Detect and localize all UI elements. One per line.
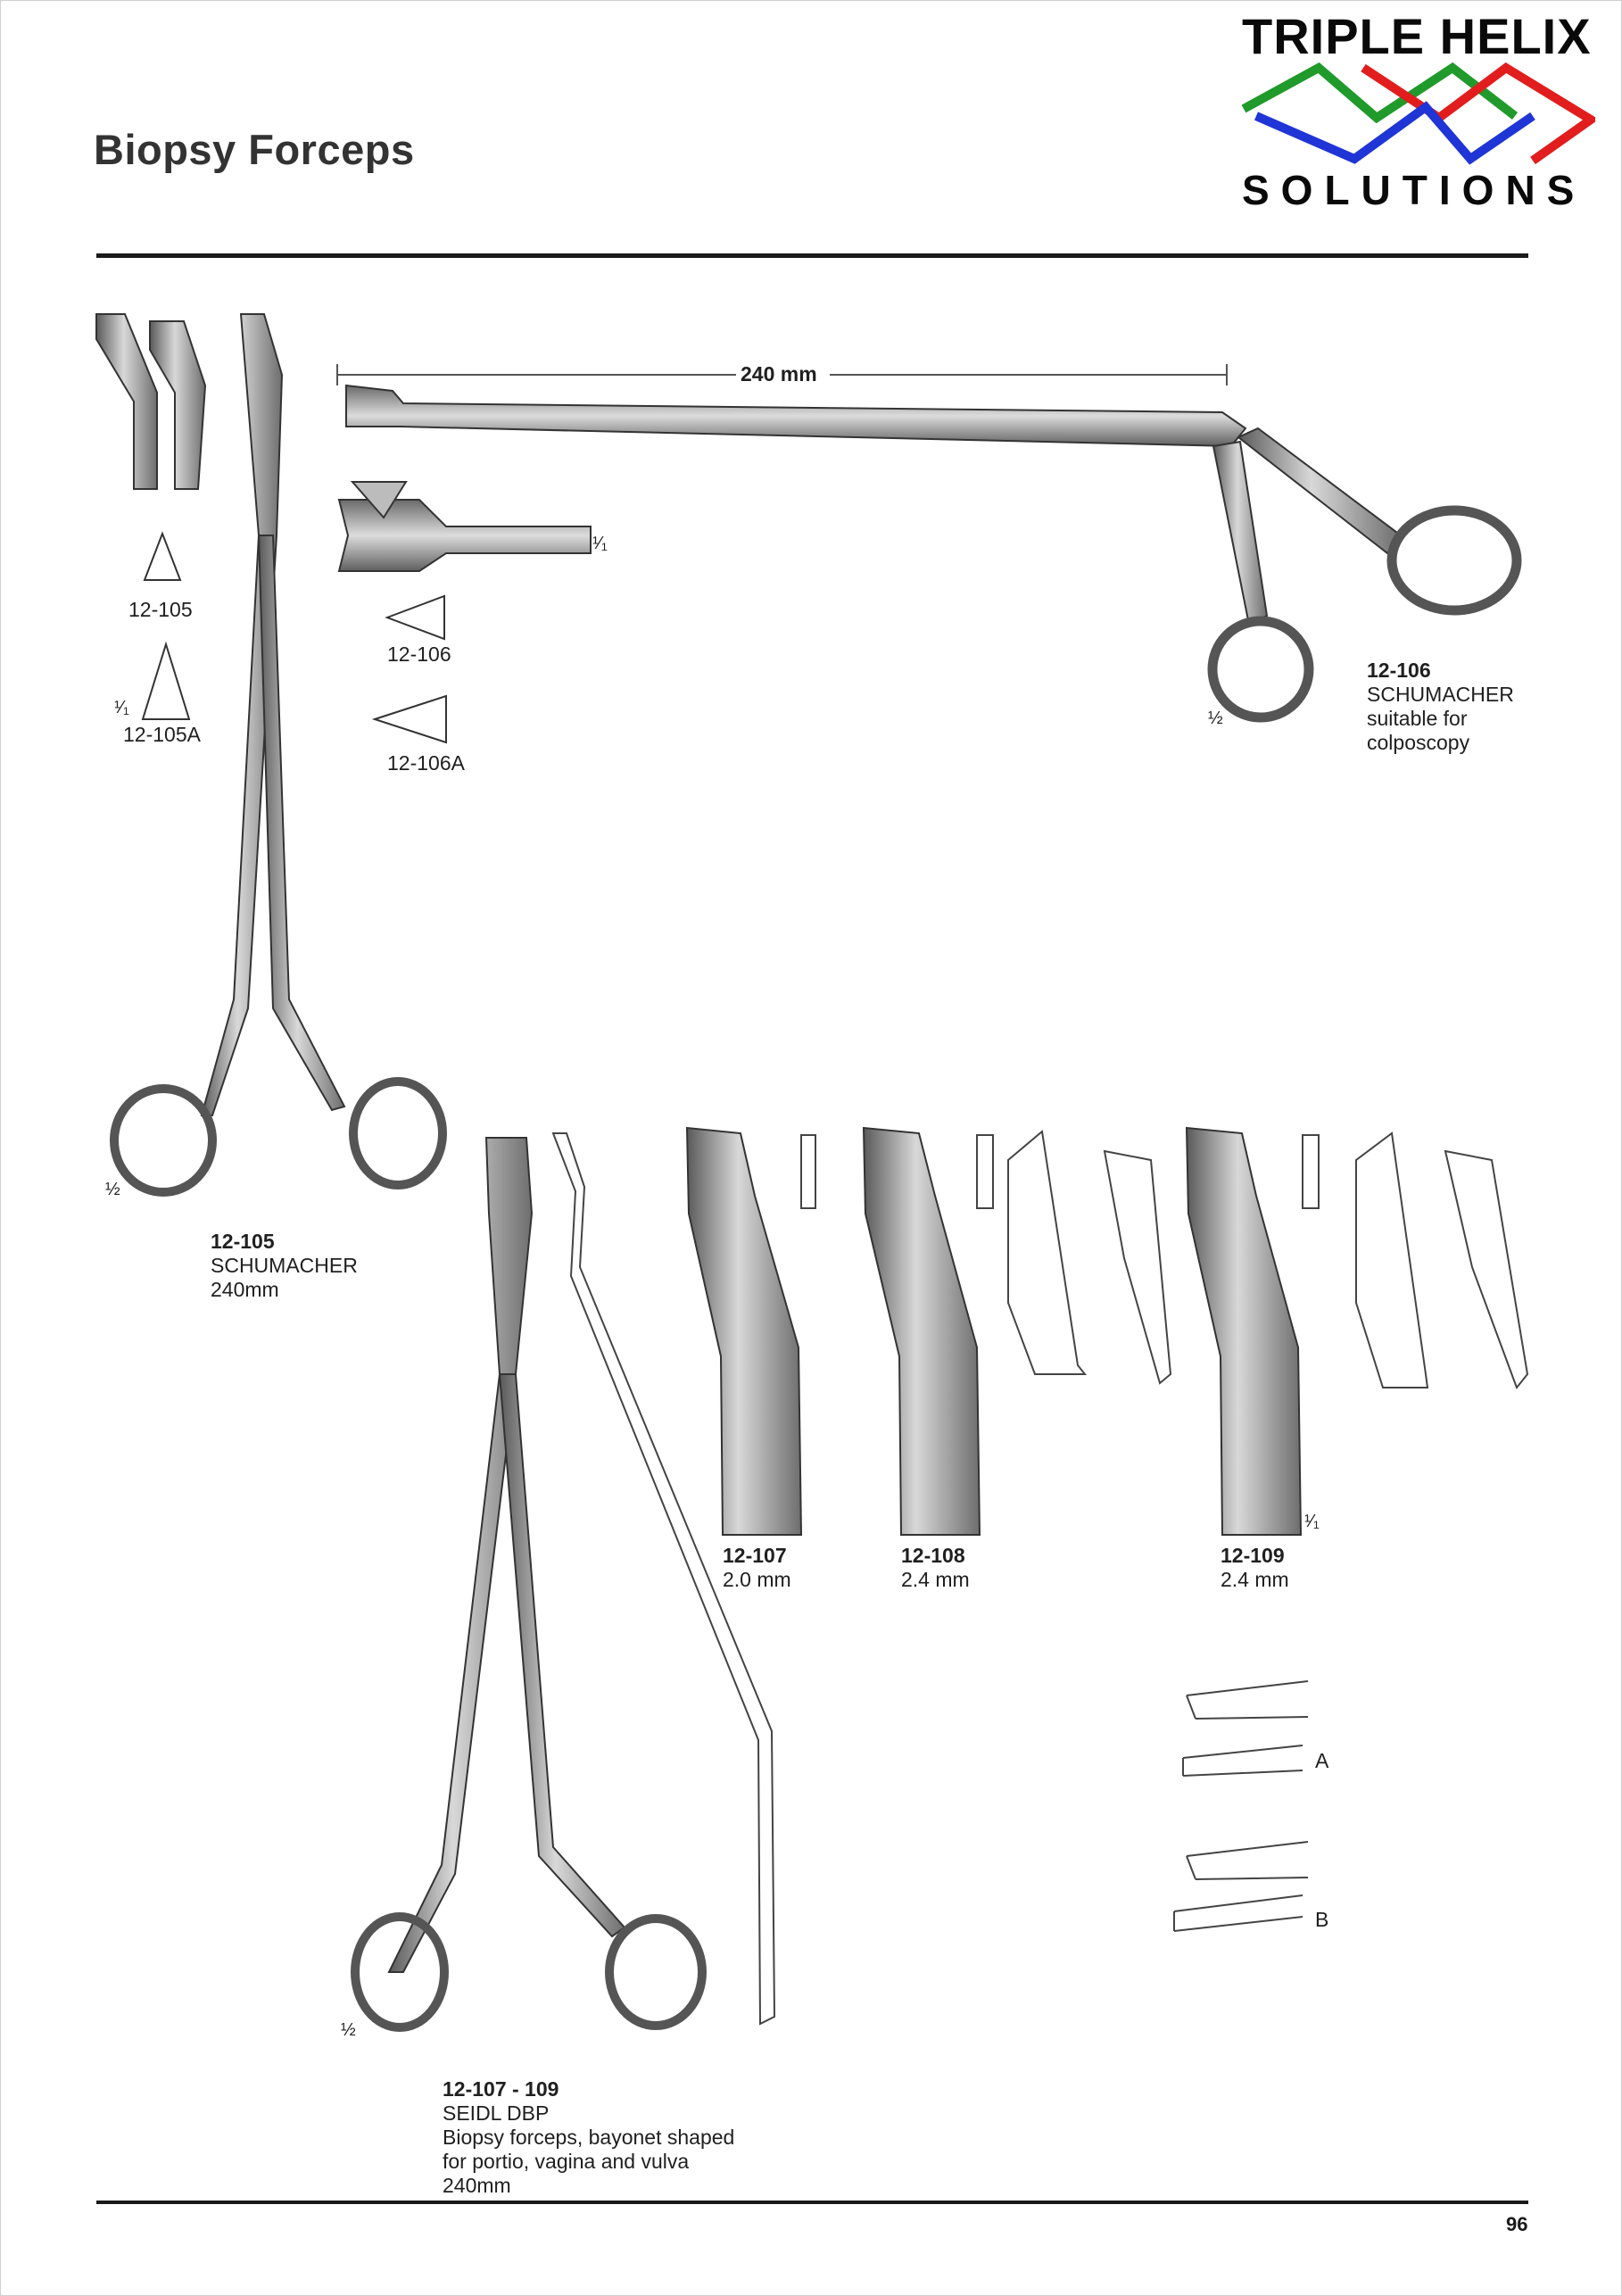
tip-closeup-12-109 [1185,1126,1529,1536]
dimension-label: 240 mm [741,362,817,385]
variant-label-b: B [1315,1908,1329,1931]
jaw-closeup-12-106 [337,481,592,572]
jaw-label-12-105a: 12-105A [123,723,201,746]
description-line1: Biopsy forceps, bayonet shaped [443,2126,735,2149]
caption-12-106: 12-106 SCHUMACHER suitable for colposcop… [1367,659,1514,755]
jaw-shape-icons [141,531,447,744]
scale-full-12-105a: ¹⁄₁ [114,698,129,717]
detail-line2: colposcopy [1367,731,1470,754]
size: 2.4 mm [901,1568,970,1591]
page-number: 96 [1506,2213,1528,2235]
code: 12-108 [901,1544,965,1567]
name: SEIDL DBP [443,2101,550,2125]
scale-half-12-106: ½ [1208,709,1223,728]
header-divider [96,253,1528,258]
detail-line1: suitable for [1367,707,1468,730]
page-title: Biopsy Forceps [94,126,415,173]
dimension-line [336,364,1228,385]
code: 12-105 [211,1230,275,1253]
description-line2: for portio, vagina and vulva [443,2150,690,2173]
forceps-12-105 [110,313,447,1197]
caption-12-108: 12-108 2.4 mm [901,1544,970,1592]
scale-half-12-107: ½ [341,2020,356,2040]
forceps-12-107-109 [351,1137,707,2032]
scale-full-12-106: ¹⁄₁ [592,534,608,553]
caption-12-107: 12-107 2.0 mm [723,1544,791,1592]
variant-label-a: A [1315,1749,1329,1772]
forceps-12-106 [345,384,1522,723]
scale-half-12-105: ½ [105,1180,120,1199]
name: SCHUMACHER [211,1254,358,1277]
tip-closeup-12-108 [862,1126,1172,1536]
name: SCHUMACHER [1367,683,1514,706]
logo-wordmark-bottom: SOLUTIONS [1242,167,1586,213]
detail: 240mm [211,1278,279,1301]
caption-12-109: 12-109 2.4 mm [1221,1544,1289,1592]
caption-12-107-109: 12-107 - 109 SEIDL DBP Biopsy forceps, b… [443,2077,734,2198]
jaw-label-12-106a: 12-106A [387,751,465,775]
code: 12-109 [1221,1544,1285,1567]
size: 2.0 mm [723,1568,791,1591]
jaw-label-12-105: 12-105 [128,598,193,621]
jaw-label-12-106: 12-106 [387,642,451,666]
helix-logo-icon [1241,62,1595,165]
description-line3: 240mm [443,2174,511,2197]
code: 12-107 [723,1544,787,1567]
size: 2.4 mm [1221,1568,1289,1591]
scale-full-12-109: ¹⁄₁ [1304,1512,1320,1531]
footer-divider [96,2201,1528,2204]
code: 12-107 - 109 [443,2077,559,2101]
tip-closeup-12-107 [685,1126,816,1536]
variant-outlines [1173,1680,1309,1932]
logo-wordmark-top: TRIPLE HELIX [1242,8,1592,64]
jaw-closeup-12-105 [95,313,207,490]
bayonet-outline [551,1132,776,2026]
caption-12-105: 12-105 SCHUMACHER 240mm [211,1230,358,1302]
code: 12-106 [1367,659,1431,682]
